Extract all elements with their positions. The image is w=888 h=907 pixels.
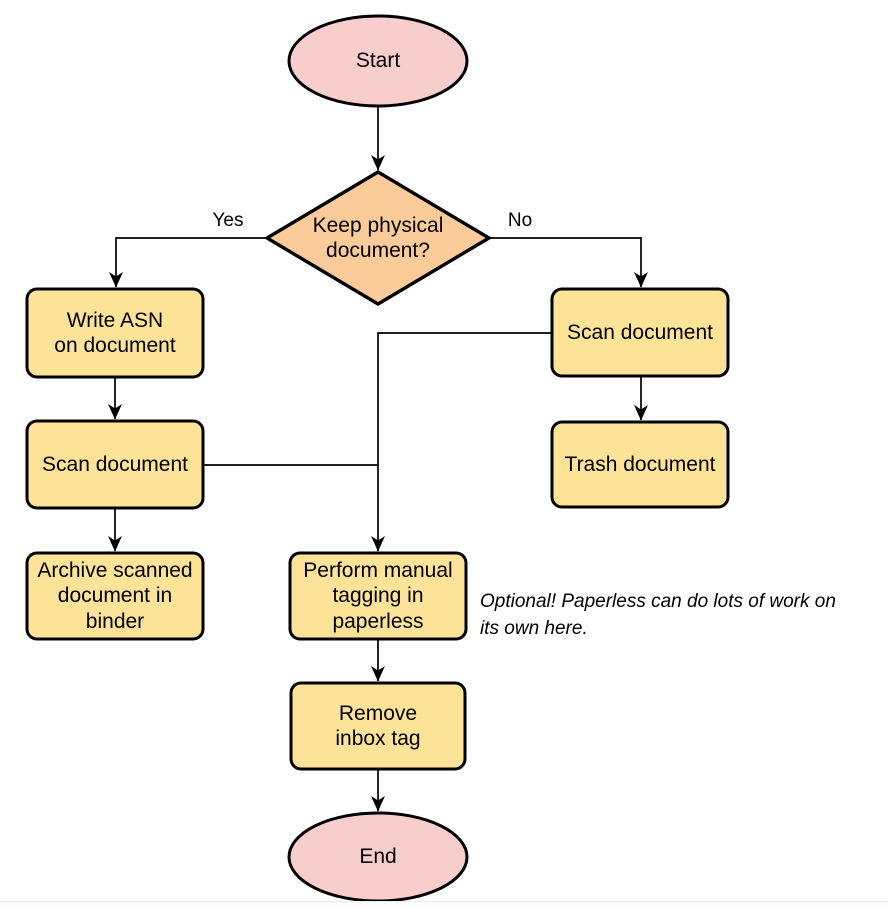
page-bottom-edge: [0, 901, 888, 907]
node-archive-shape: [25, 551, 205, 641]
node-end-shape: [287, 811, 469, 903]
edge-scan-right-to-perform-tagging: [371, 332, 552, 552]
node-trash-shape: [550, 420, 730, 509]
node-remove-inbox-shape: [289, 681, 467, 771]
edge-decision-no-to-scan-right: [490, 237, 648, 288]
edge-decision-yes-to-write-asn: [109, 237, 267, 288]
node-perform-tagging-shape: [288, 551, 468, 641]
edge-label-no: No: [507, 210, 533, 231]
node-start-shape: [287, 14, 469, 108]
node-write-asn-shape: [25, 287, 205, 379]
edge-label-yes: Yes: [212, 210, 244, 231]
node-decision-shape: [263, 170, 493, 306]
node-scan-right-shape: [550, 287, 730, 378]
node-scan-left-shape: [25, 419, 205, 510]
optional-note: Optional! Paperless can do lots of work …: [480, 591, 836, 639]
